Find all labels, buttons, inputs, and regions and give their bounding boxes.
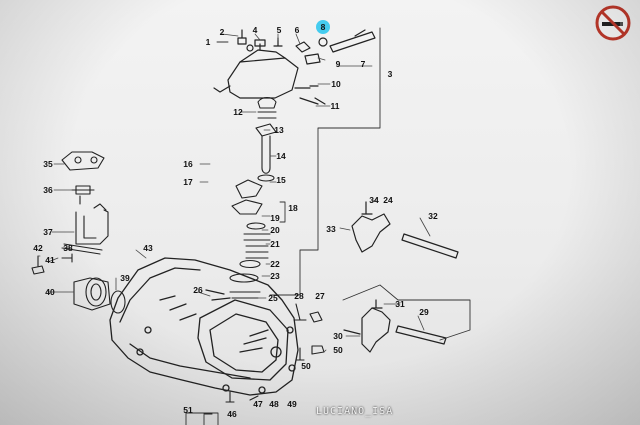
part-label: 12: [233, 107, 243, 117]
shaft-stack: [229, 96, 277, 299]
part-label: 38: [63, 243, 73, 253]
part-label: 41: [45, 255, 55, 265]
part-label: 34: [369, 195, 379, 205]
part-label: 13: [274, 125, 284, 135]
part-label: 27: [315, 291, 325, 301]
part-label: 1: [205, 37, 211, 47]
part-label: 37: [43, 227, 53, 237]
part-label: 30: [333, 331, 343, 341]
part-label: 50: [333, 345, 343, 355]
part-label: 48: [269, 399, 279, 409]
part-label: 42: [33, 243, 43, 253]
part-label: 26: [193, 285, 203, 295]
no-smoking-icon: [595, 5, 631, 41]
part-label: 20: [270, 225, 280, 235]
shift-forks-and-rods: [343, 201, 459, 353]
part-label: 15: [276, 175, 286, 185]
part-label: 18: [288, 203, 298, 213]
part-label: 50: [301, 361, 311, 371]
part-label-highlighted: 8: [320, 22, 326, 32]
part-label: 32: [428, 211, 438, 221]
part-label: 17: [183, 177, 193, 187]
part-label: 5: [276, 25, 282, 35]
part-label: 25: [268, 293, 278, 303]
part-label: 51: [183, 405, 193, 415]
part-label: 36: [43, 185, 53, 195]
part-label: 4: [252, 25, 258, 35]
part-label: 23: [270, 271, 280, 281]
part-label: 11: [330, 101, 340, 111]
part-label: 6: [294, 25, 300, 35]
part-label: 21: [270, 239, 280, 249]
part-label: 14: [276, 151, 286, 161]
part-label: 2: [219, 27, 225, 37]
part-label: 22: [270, 259, 280, 269]
part-label: 49: [287, 399, 297, 409]
part-label: 46: [227, 409, 237, 419]
part-label: 16: [183, 159, 193, 169]
highlight-marker-part-8: [316, 20, 330, 34]
gearbox-housing: [109, 257, 299, 396]
part-label: 35: [43, 159, 53, 169]
part-label: 31: [395, 299, 405, 309]
watermark-credit: LUCIANO_ISA: [316, 406, 394, 417]
rod-7: [318, 29, 376, 53]
part-label: 7: [360, 59, 366, 69]
part-label: 39: [120, 273, 130, 283]
part-label: 28: [294, 291, 304, 301]
small-fasteners: [203, 303, 325, 415]
part-label: 10: [331, 79, 341, 89]
part-label: 40: [45, 287, 55, 297]
part-label: 33: [326, 224, 336, 234]
part-label: 24: [383, 195, 393, 205]
left-side-parts: [31, 151, 126, 314]
part-label: 19: [270, 213, 280, 223]
part-label: 29: [419, 307, 429, 317]
part-label: 3: [387, 69, 393, 79]
selector-housing: [213, 29, 326, 105]
grouping-lines: [185, 27, 471, 425]
part-label: 9: [335, 59, 341, 69]
part-label: 43: [143, 243, 153, 253]
leader-lines: [37, 33, 431, 353]
part-label: 47: [253, 399, 263, 409]
